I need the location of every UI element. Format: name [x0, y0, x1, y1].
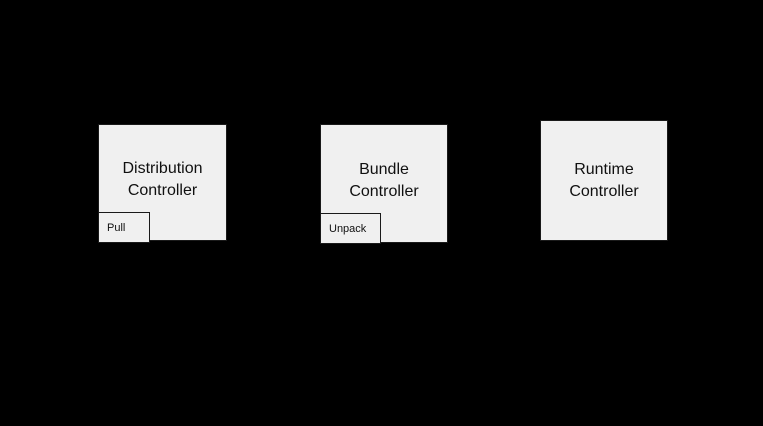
subnode-label-unpack: Unpack: [329, 222, 367, 235]
node-label-bundle-controller: Bundle Controller: [349, 161, 419, 201]
node-runtime-controller[interactable]: Runtime Controller: [540, 120, 668, 241]
subnode-unpack[interactable]: Unpack: [320, 213, 381, 244]
subnode-label-pull: Pull: [107, 221, 126, 234]
node-label-runtime-controller: Runtime Controller: [569, 160, 639, 200]
subnode-pull[interactable]: Pull: [98, 212, 150, 243]
node-label-distribution-controller: Distribution Controller: [122, 160, 203, 200]
